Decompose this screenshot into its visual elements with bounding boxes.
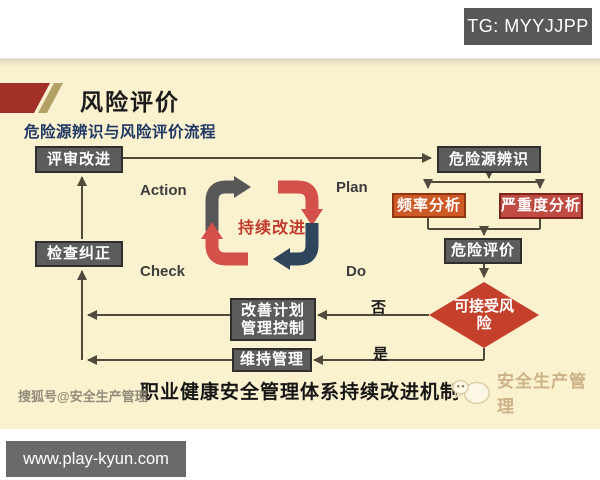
cycle-center-label: 持续改进 — [237, 220, 306, 237]
slide-caption: 职业健康安全管理体系持续改进机制 — [139, 382, 460, 403]
node-maintain-management: 维持管理 — [232, 348, 312, 372]
node-risk-evaluation-label: 危险评价 — [450, 242, 515, 259]
branch-label-no: 否 — [371, 299, 387, 316]
node-check-correct-label: 检查纠正 — [46, 245, 111, 262]
slide: 风险评价 危险源辨识与风险评价流程 — [0, 58, 600, 429]
label-plan: Plan — [336, 179, 368, 196]
tg-watermark-badge: TG: MYYJJPP — [464, 8, 592, 45]
flowchart-connectors — [77, 153, 545, 365]
chat-bubbles-icon — [452, 379, 490, 405]
node-hazard-identification-label: 危险源辨识 — [448, 150, 529, 168]
node-improvement-plan-label: 改善计划管理控制 — [241, 301, 306, 337]
node-frequency-analysis-label: 频率分析 — [396, 196, 461, 214]
node-severity-analysis: 严重度分析 — [499, 193, 583, 219]
label-check: Check — [140, 263, 186, 280]
node-maintain-management-label: 维持管理 — [239, 351, 304, 368]
tg-watermark-text: TG: MYYJJPP — [467, 16, 589, 36]
pdca-cycle-arrows-icon — [201, 176, 323, 270]
label-action: Action — [140, 182, 187, 199]
node-improvement-plan: 改善计划管理控制 — [230, 298, 316, 341]
node-hazard-identification: 危险源辨识 — [437, 146, 541, 173]
node-risk-evaluation: 危险评价 — [444, 238, 522, 264]
node-acceptable-risk-label: 可接受风险 — [453, 297, 514, 332]
title-accent-shape — [0, 83, 63, 113]
node-frequency-analysis: 频率分析 — [392, 193, 466, 218]
node-review-improve: 评审改进 — [35, 146, 123, 173]
node-check-correct: 检查纠正 — [35, 241, 123, 267]
url-watermark-badge: www.play-kyun.com — [6, 441, 186, 477]
branch-label-yes: 是 — [373, 346, 389, 363]
sohu-watermark: 搜狐号@安全生产管理 — [18, 389, 148, 404]
brand-watermark: 安全生产管理 — [452, 367, 600, 417]
node-severity-analysis-label: 严重度分析 — [501, 197, 582, 214]
slide-title: 风险评价 — [80, 89, 180, 115]
label-do: Do — [346, 263, 366, 280]
slide-subtitle: 危险源辨识与风险评价流程 — [24, 124, 217, 141]
url-watermark-text: www.play-kyun.com — [23, 449, 169, 468]
node-review-improve-label: 评审改进 — [46, 150, 111, 168]
brand-watermark-text: 安全生产管理 — [497, 372, 588, 416]
